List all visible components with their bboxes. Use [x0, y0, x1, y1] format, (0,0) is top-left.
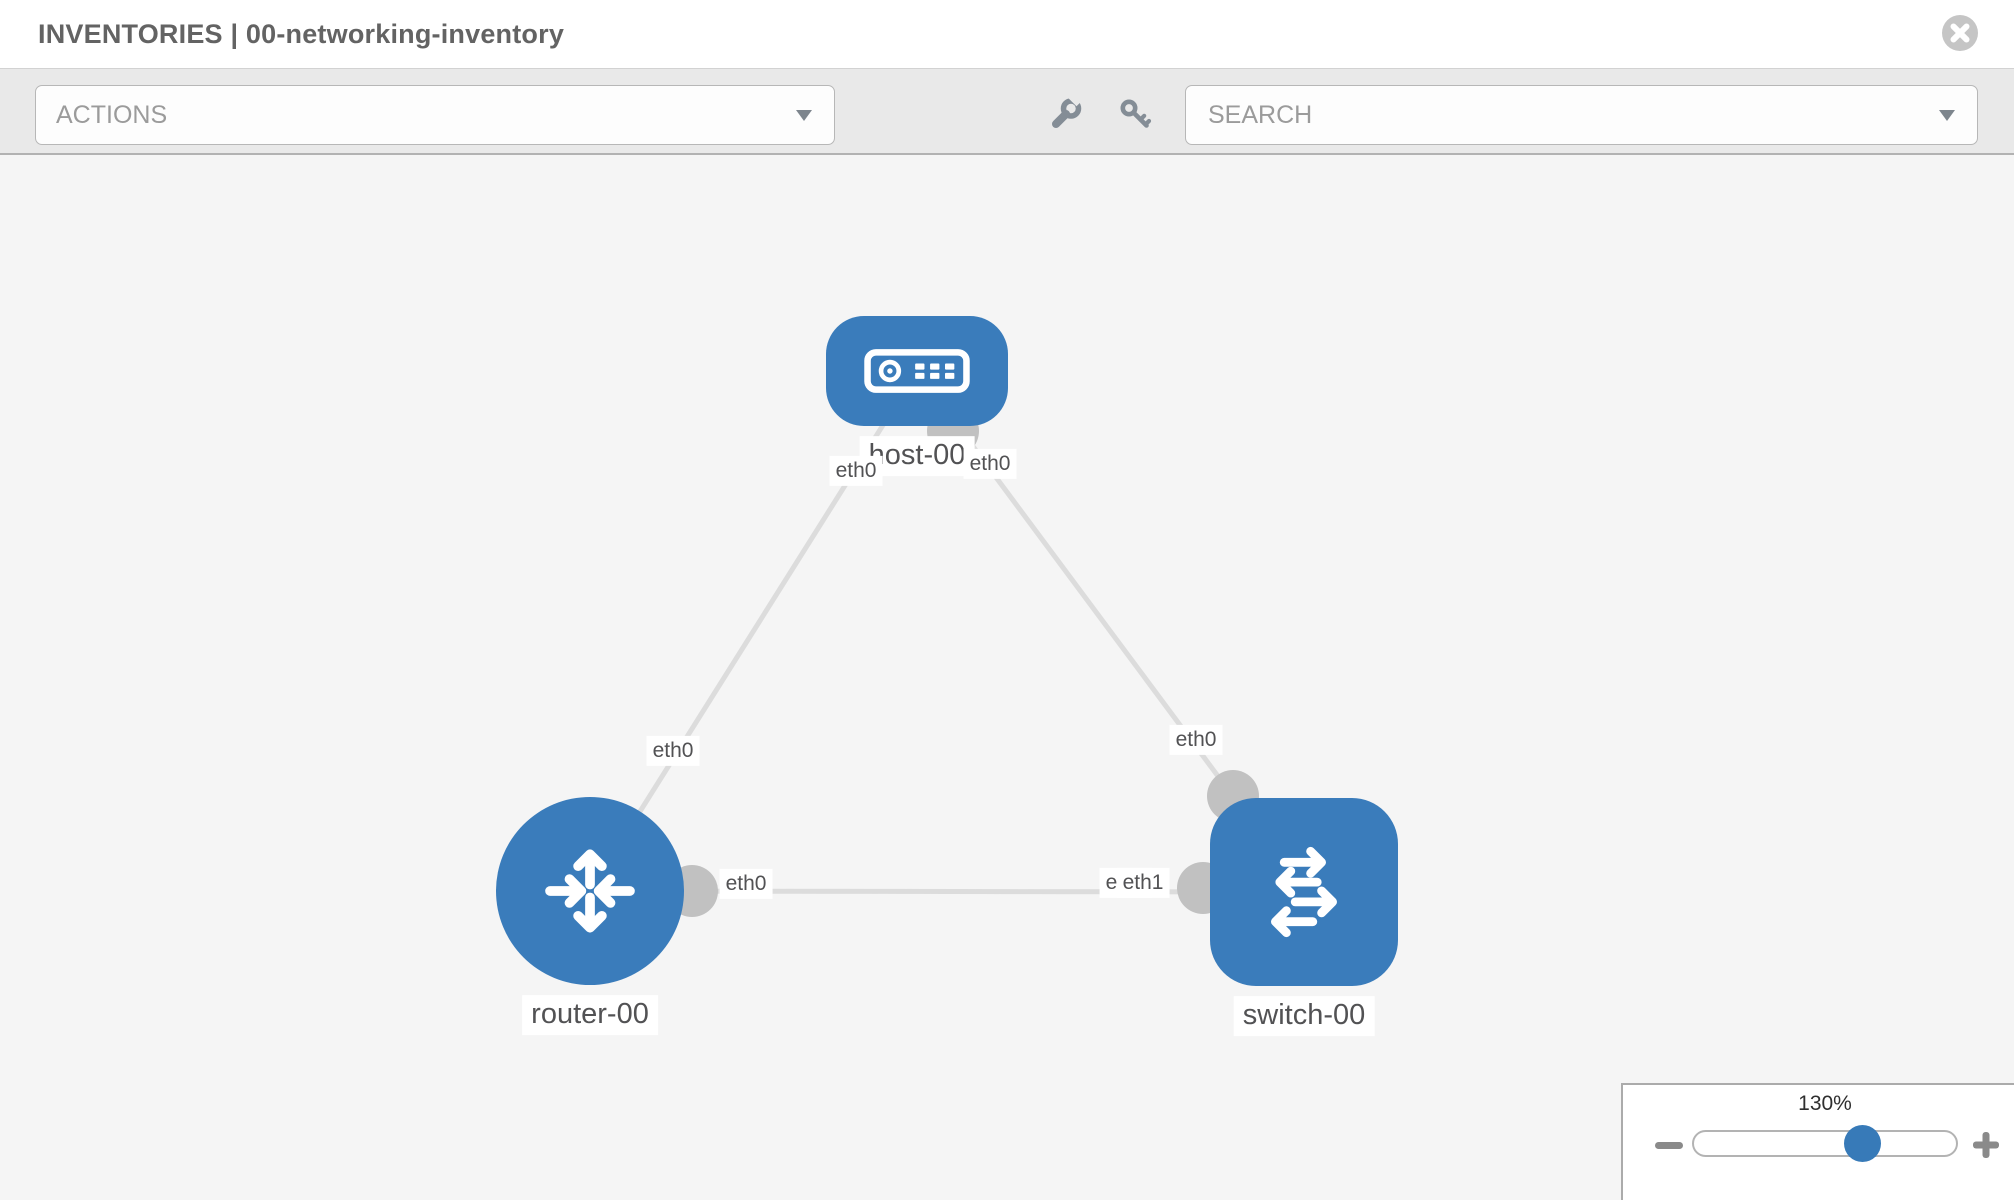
chevron-down-icon	[796, 110, 812, 121]
zoom-out-button[interactable]	[1652, 1130, 1686, 1160]
router-icon	[545, 849, 635, 933]
wrench-icon[interactable]	[1049, 97, 1083, 131]
topology-node-host-00[interactable]	[826, 316, 1008, 426]
toolbar: ACTIONS	[0, 68, 2014, 155]
interface-label-eth0: eth0	[646, 735, 700, 767]
zoom-in-button[interactable]	[1970, 1129, 2002, 1161]
topology-node-switch-00[interactable]	[1210, 798, 1398, 986]
topology-canvas[interactable]	[0, 155, 2014, 1200]
node-label-switch-00: switch-00	[1233, 996, 1375, 1036]
search-input[interactable]	[1206, 99, 1977, 131]
zoom-slider-track[interactable]	[1692, 1130, 1958, 1157]
minus-icon	[1655, 1141, 1683, 1149]
zoom-level-value: 130%	[1798, 1092, 1852, 1115]
interface-label-eth0: eth0	[829, 455, 883, 487]
interface-label-eth0: eth0	[719, 868, 773, 900]
zoom-slider-knob[interactable]	[1843, 1125, 1881, 1162]
chevron-down-icon	[1939, 110, 1955, 121]
search-dropdown[interactable]	[1185, 85, 1978, 145]
node-label-router-00: router-00	[522, 995, 658, 1035]
interface-label-eth1: eth1	[1116, 867, 1170, 899]
interface-label-eth0: eth0	[1169, 724, 1223, 756]
page-title: INVENTORIES | 00-networking-inventory	[38, 18, 565, 49]
interface-label-eth0: eth0	[963, 448, 1017, 480]
host-icon	[864, 349, 970, 393]
key-icon[interactable]	[1118, 97, 1152, 131]
switch-icon	[1271, 846, 1337, 938]
zoom-panel: 130%	[1621, 1083, 2014, 1200]
actions-dropdown[interactable]: ACTIONS	[35, 85, 835, 145]
header: INVENTORIES | 00-networking-inventory	[0, 0, 2014, 68]
close-icon[interactable]	[1941, 14, 1979, 52]
actions-dropdown-label: ACTIONS	[56, 100, 168, 129]
topology-node-router-00[interactable]	[496, 797, 684, 985]
